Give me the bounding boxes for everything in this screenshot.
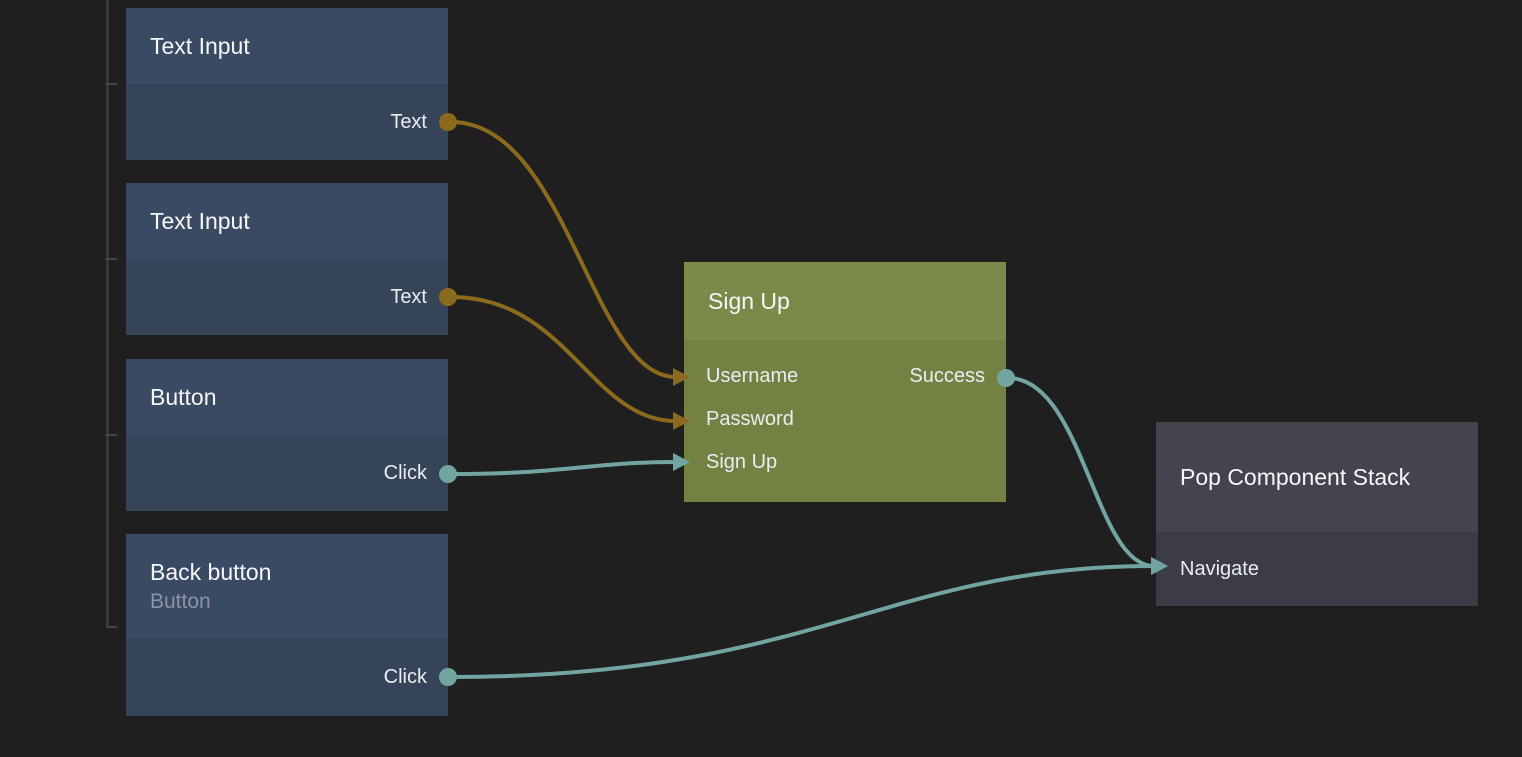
output-port-text[interactable] <box>439 288 457 306</box>
node-header: Pop Component Stack <box>1156 422 1478 532</box>
output-port-label: Success <box>909 365 985 387</box>
node-body: Click <box>126 435 448 511</box>
connection-wire-button-click-to-sign-up-sign-up[interactable] <box>449 460 678 476</box>
node-sign-up[interactable]: Sign Up Username Success Password Sign U… <box>684 262 1015 502</box>
node-header: Text Input <box>126 183 448 259</box>
node-text-input-1[interactable]: Text Input Text <box>126 8 457 160</box>
node-header: Back button Button <box>126 534 448 638</box>
output-port-click[interactable] <box>439 668 457 686</box>
port-row: Password <box>684 398 1006 441</box>
node-title: Back button <box>150 558 272 585</box>
node-subtitle: Button <box>150 589 211 613</box>
node-body: Click <box>126 638 448 716</box>
node-body: Username Success Password Sign Up <box>684 340 1006 502</box>
output-port-click[interactable] <box>439 465 457 483</box>
connection-wire-text-input-1-text-to-sign-up-username[interactable] <box>449 120 678 379</box>
port-row: Sign Up <box>684 441 1006 484</box>
node-body: Text <box>126 259 448 335</box>
input-port-label: Username <box>706 365 799 387</box>
node-title: Sign Up <box>708 288 790 314</box>
output-port-label: Click <box>383 461 427 484</box>
node-header: Text Input <box>126 8 448 84</box>
node-button[interactable]: Button Click <box>126 359 457 511</box>
node-title: Button <box>150 384 217 410</box>
input-port-label: Sign Up <box>706 451 778 473</box>
node-back-button[interactable]: Back button Button Click <box>126 534 457 716</box>
node-pop-component-stack[interactable]: Pop Component Stack Navigate <box>1156 422 1478 606</box>
output-port-text[interactable] <box>439 113 457 131</box>
connection-wire-text-input-2-text-to-sign-up-password[interactable] <box>449 295 678 423</box>
node-text-input-2[interactable]: Text Input Text <box>126 183 457 335</box>
port-row: Username Success <box>684 355 1006 398</box>
node-title: Text Input <box>150 33 250 59</box>
node-header: Button <box>126 359 448 435</box>
input-port-label: Navigate <box>1180 557 1259 580</box>
node-title: Text Input <box>150 208 250 234</box>
output-port-success[interactable] <box>997 369 1015 387</box>
connection-wire-sign-up-success-to-pop-component-stack-navigate[interactable] <box>1006 376 1156 568</box>
output-port-label: Text <box>390 285 427 308</box>
node-title: Pop Component Stack <box>1180 464 1411 490</box>
output-port-label: Click <box>383 665 427 688</box>
input-port-label: Password <box>706 408 794 430</box>
hierarchy-connector-line <box>105 0 117 628</box>
node-header: Sign Up <box>684 262 1006 340</box>
connection-wire-back-button-click-to-pop-component-stack-navigate[interactable] <box>449 564 1156 679</box>
node-body: Navigate <box>1156 532 1478 606</box>
output-port-label: Text <box>390 110 427 133</box>
node-body: Text <box>126 84 448 160</box>
